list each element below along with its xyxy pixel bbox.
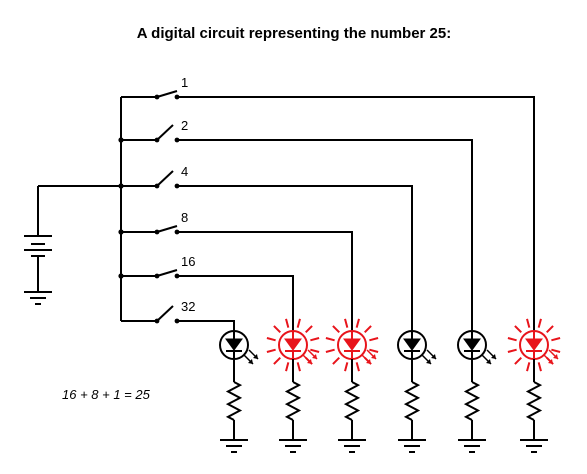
supply-wiring xyxy=(37,97,122,321)
switch-16[interactable]: 16 xyxy=(118,254,294,331)
ground-icon xyxy=(458,439,486,453)
switch-2[interactable]: 2 xyxy=(118,118,473,331)
led-glow-rays xyxy=(325,318,379,372)
switch-blade xyxy=(156,225,178,233)
switch-contact xyxy=(174,183,180,189)
equation-text: 16 + 8 + 1 = 25 xyxy=(62,387,151,402)
led-16 xyxy=(266,318,320,372)
switch-label: 4 xyxy=(181,164,188,179)
led-8 xyxy=(325,318,379,372)
resistor-icon xyxy=(343,359,361,440)
switch-contact xyxy=(174,318,180,324)
resistor-icon xyxy=(284,359,302,440)
battery-icon xyxy=(24,235,52,257)
switch-32[interactable]: 32 xyxy=(121,299,235,331)
resistor-icon xyxy=(403,359,421,440)
switch-contact xyxy=(174,94,180,100)
resistor-icon xyxy=(525,359,543,440)
switch-contact xyxy=(174,137,180,143)
switch-blade xyxy=(156,269,178,277)
ground-icon xyxy=(520,439,548,453)
switch-blade xyxy=(156,90,178,98)
led-2 xyxy=(457,330,497,365)
switch-blade xyxy=(156,170,174,187)
switch-label: 32 xyxy=(181,299,195,314)
led-4 xyxy=(397,330,437,365)
ground-icon xyxy=(279,439,307,453)
battery-ground-icon xyxy=(24,291,52,305)
switch-contact xyxy=(174,229,180,235)
led-bank xyxy=(219,318,561,453)
switch-1[interactable]: 1 xyxy=(121,75,535,331)
resistor-icon xyxy=(225,359,243,440)
ground-icon xyxy=(338,439,366,453)
switch-label: 8 xyxy=(181,210,188,225)
page-title: A digital circuit representing the numbe… xyxy=(137,25,452,42)
switch-blade xyxy=(156,124,174,141)
led-32 xyxy=(219,330,259,365)
led-1 xyxy=(507,318,561,372)
switch-label: 1 xyxy=(181,75,188,90)
switch-blade xyxy=(156,305,174,322)
resistor-icon xyxy=(463,359,481,440)
switch-label: 2 xyxy=(181,118,188,133)
ground-icon xyxy=(398,439,426,453)
switch-bank: 1 2 4 8 16 32 xyxy=(118,75,535,331)
ground-icon xyxy=(220,439,248,453)
switch-4[interactable]: 4 xyxy=(118,164,413,331)
switch-8[interactable]: 8 xyxy=(118,210,353,331)
switch-label: 16 xyxy=(181,254,195,269)
switch-contact xyxy=(174,273,180,279)
